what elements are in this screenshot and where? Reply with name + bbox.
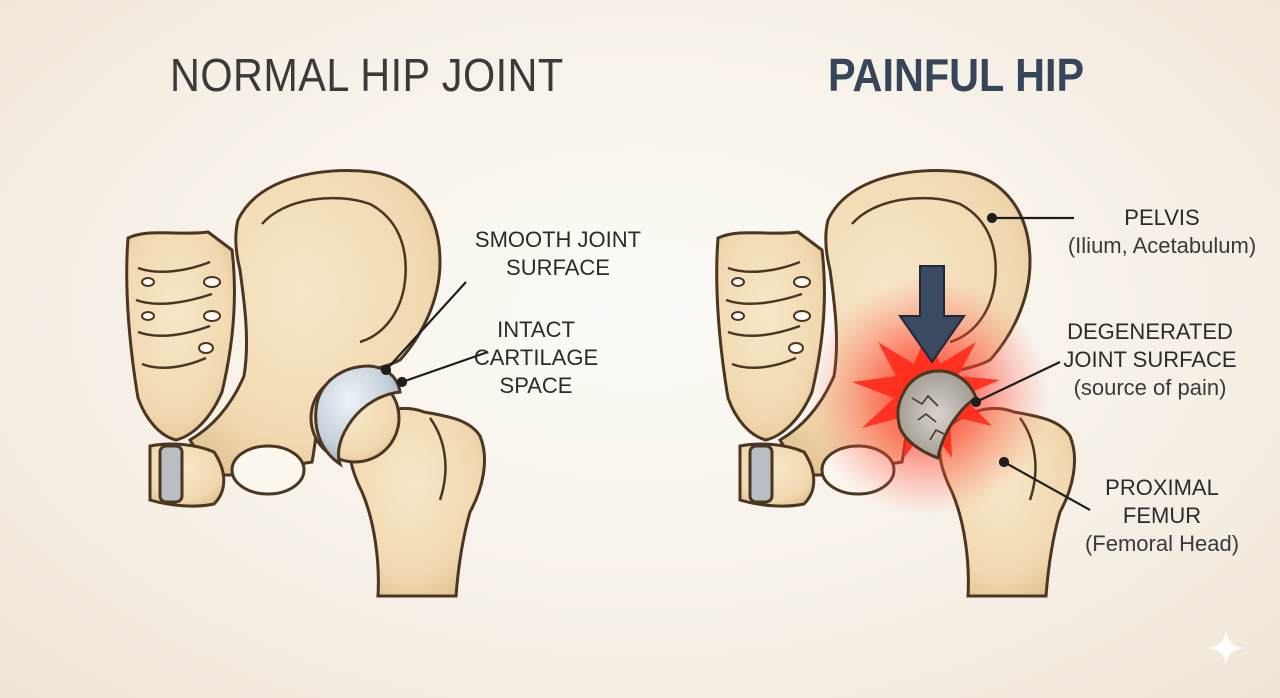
painful-hip-illustration (715, 169, 1091, 598)
label-line: DEGENERATED (1067, 319, 1233, 344)
pelvis-label: PELVIS (Ilium, Acetabulum) (1068, 204, 1256, 260)
painful-hip-title: PAINFUL HIP (828, 49, 1085, 101)
label-line: INTACT (497, 317, 575, 342)
sacrum (715, 230, 826, 442)
smooth-surface-dot (380, 364, 392, 376)
label-line: (Ilium, Acetabulum) (1067, 233, 1257, 258)
down-arrow-icon (898, 265, 966, 364)
femur-bone (348, 407, 487, 598)
painful-leader-lines (970, 212, 1091, 511)
label-line: SURFACE (506, 255, 610, 280)
label-line: PELVIS (1124, 205, 1200, 230)
pelvis-dot (986, 212, 998, 224)
degenerated-dot (970, 396, 982, 408)
normal-leader-lines (380, 281, 489, 388)
intact-cartilage-space-label: INTACT CARTILAGE SPACE (474, 316, 598, 400)
iliac-fossa (261, 196, 407, 344)
smooth-joint-surface-label: SMOOTH JOINT SURFACE (475, 226, 641, 282)
proximal-femur-label: PROXIMAL FEMUR (Femoral Head) (1085, 474, 1239, 558)
sacral-ridges (725, 260, 803, 370)
sacrum (125, 230, 236, 442)
cartilage-layer (314, 364, 402, 468)
label-line: (source of pain) (1073, 375, 1227, 400)
degenerated-femoral-head (896, 369, 978, 461)
greater-trochanter-line (428, 417, 447, 501)
degeneration-cracks (911, 394, 945, 441)
label-line: SMOOTH JOINT (474, 227, 642, 252)
sacral-ridges (135, 260, 213, 370)
pubic-symphysis (748, 444, 774, 504)
label-line: PROXIMAL (1105, 475, 1219, 500)
normal-hip-illustration (125, 169, 489, 598)
sacral-foramina (731, 276, 811, 354)
label-line: FEMUR (1122, 503, 1202, 528)
degenerated-joint-surface-label: DEGENERATED JOINT SURFACE (source of pai… (1063, 318, 1236, 402)
label-line: (Femoral Head) (1084, 531, 1240, 556)
sparkle-icon (1208, 630, 1244, 666)
label-line: SPACE (499, 373, 573, 398)
sacral-foramina (141, 276, 221, 354)
obturator-foramen (230, 444, 306, 496)
pubic-symphysis (158, 444, 184, 504)
cartilage-space-dot (396, 376, 408, 388)
label-line: JOINT SURFACE (1063, 347, 1237, 372)
normal-hip-title: NORMAL HIP JOINT (170, 49, 564, 101)
femur-dot (998, 456, 1010, 468)
label-line: CARTILAGE (473, 345, 599, 370)
